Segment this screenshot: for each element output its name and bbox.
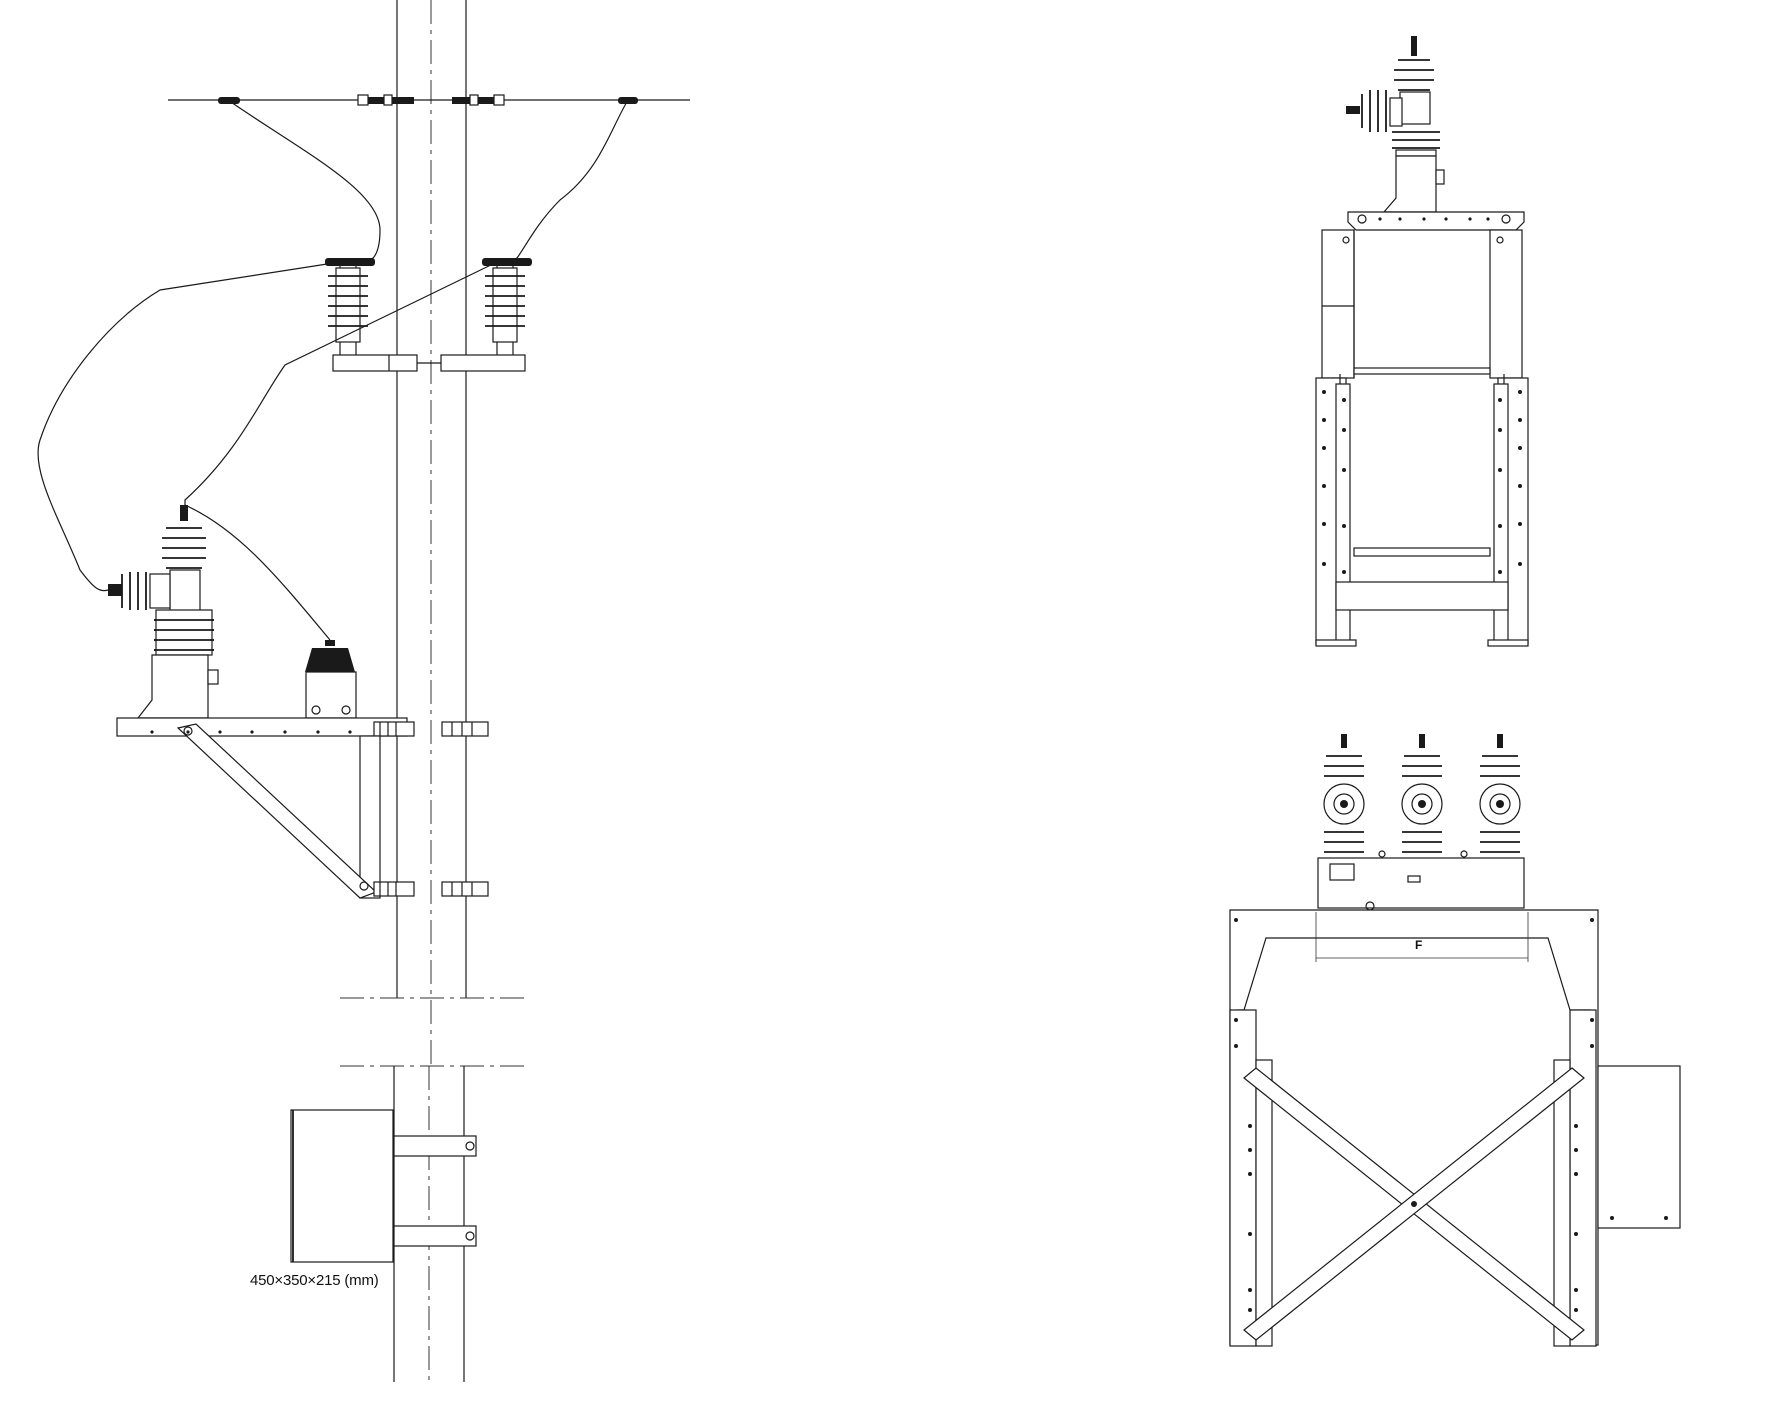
recloser-pole-unit — [108, 505, 219, 719]
frame-width-dimension-label: F — [1415, 938, 1423, 952]
arrester-insulator-left — [325, 258, 375, 355]
pole-mount-view — [37, 0, 690, 1382]
arrester-insulator-right — [482, 258, 532, 355]
auxiliary-transformer — [305, 640, 357, 719]
phase-pole-c — [1479, 734, 1521, 853]
overhead-conductor — [168, 94, 690, 106]
control-box — [290, 1109, 477, 1263]
connection-cables — [37, 99, 629, 641]
frame-front-view — [1229, 734, 1681, 1347]
mounting-bracket — [116, 717, 489, 899]
phase-pole-a — [1323, 734, 1365, 853]
side-view-recloser — [1346, 36, 1445, 213]
control-box-dimension-label: 450×350×215 (mm) — [250, 1272, 379, 1289]
upper-crossarm — [332, 354, 526, 372]
frame-side-view — [1315, 36, 1529, 647]
phase-pole-b — [1401, 734, 1443, 853]
utility-pole — [340, 0, 525, 1382]
